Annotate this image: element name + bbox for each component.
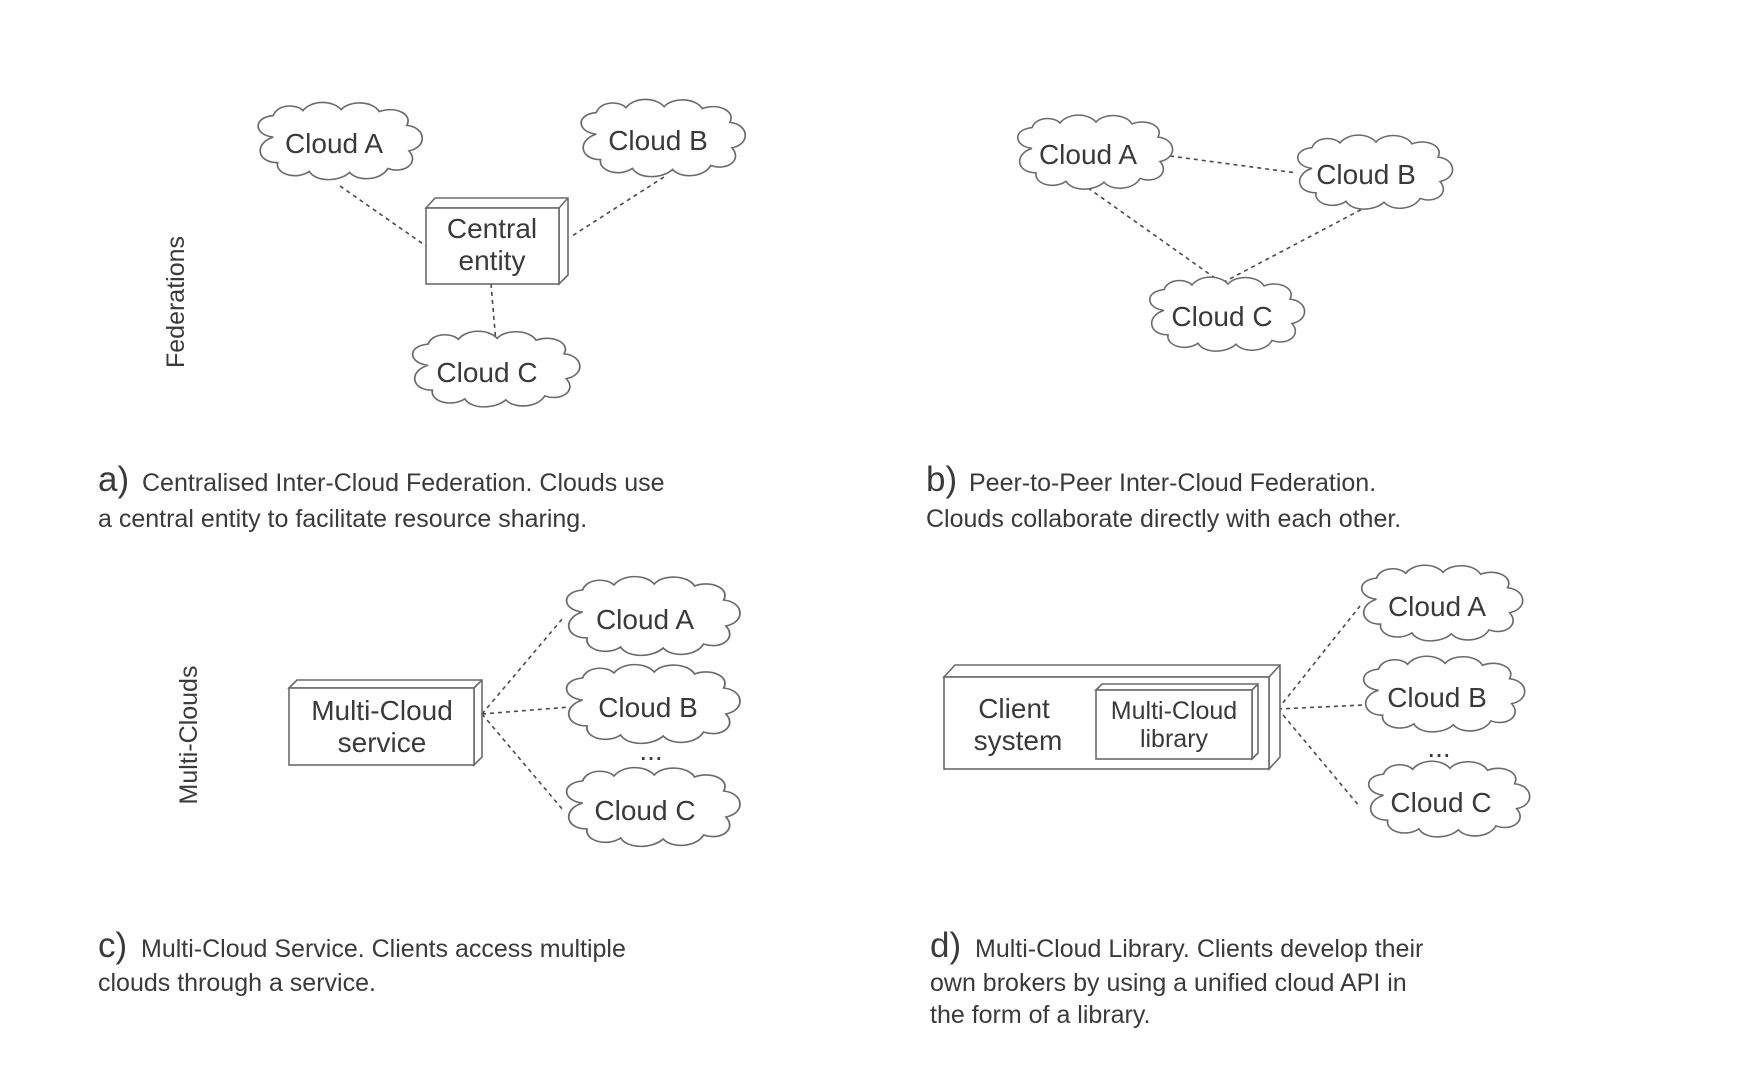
client-system-label-line1: Client — [978, 693, 1050, 724]
link-a-cloud-c — [490, 283, 497, 344]
caption-d-letter: d) — [930, 926, 961, 965]
central-entity-box — [424, 197, 569, 286]
link-d-cloud-c — [1277, 708, 1361, 808]
caption-a-line1: Centralised Inter-Cloud Federation. Clou… — [142, 469, 665, 497]
cloud-d-panel-cloud-c-label: Cloud C — [1390, 787, 1491, 818]
multi-cloud-library-label-line2: library — [1140, 725, 1209, 753]
multi-cloud-library-label-line1: Multi-Cloud — [1111, 697, 1237, 725]
link-a-cloud-b — [571, 176, 665, 237]
cloud-c-panel-cloud-a-label: Cloud A — [596, 604, 694, 635]
caption-c-line2: clouds through a service. — [98, 969, 376, 997]
link-b-a-b — [1169, 155, 1298, 174]
caption-b-line1: Peer-to-Peer Inter-Cloud Federation. — [969, 469, 1376, 497]
panel-c-multi-cloud-service: Cloud A Cloud B ... Cloud C Multi-Cloud … — [98, 575, 741, 997]
side-label-multi-clouds: Multi-Clouds — [175, 666, 203, 805]
cloud-a-label: Cloud A — [285, 128, 383, 159]
multi-cloud-library-box — [1094, 683, 1259, 761]
cloud-b-panel-cloud-c-label: Cloud C — [1171, 301, 1272, 332]
caption-c-line1: Multi-Cloud Service. Clients access mult… — [141, 935, 626, 963]
link-b-b-c — [1221, 205, 1369, 284]
link-c-cloud-b — [481, 706, 571, 715]
panel-d-multi-cloud-library: Cloud A Cloud B ... Cloud C Client syste… — [930, 564, 1531, 1029]
caption-d-line1: Multi-Cloud Library. Clients develop the… — [975, 935, 1423, 963]
caption-d-line2: own brokers by using a unified cloud API… — [930, 969, 1407, 997]
cloud-d-panel-cloud-b-label: Cloud B — [1387, 682, 1487, 713]
caption-c-letter: c) — [98, 926, 127, 965]
caption-b-letter: b) — [926, 460, 957, 499]
caption-b-line2: Clouds collaborate directly with each ot… — [926, 505, 1401, 533]
cloud-d-panel-cloud-a-label: Cloud A — [1388, 591, 1486, 622]
caption-a-line2: a central entity to facilitate resource … — [98, 505, 587, 533]
cloud-b-panel-cloud-b-label: Cloud B — [1316, 159, 1416, 190]
central-entity-label-line2: entity — [459, 245, 526, 276]
cloud-b-label: Cloud B — [608, 125, 708, 156]
link-b-a-c — [1087, 187, 1223, 284]
ellipsis: ... — [1427, 732, 1450, 763]
multi-cloud-service-box — [287, 679, 483, 767]
cloud-b-panel-cloud-a-label: Cloud A — [1039, 139, 1137, 170]
cloud-c-panel-cloud-b-label: Cloud B — [598, 692, 698, 723]
panel-b-peer-to-peer-federation: Cloud A Cloud B Cloud C b) Peer-to-Peer … — [926, 114, 1454, 533]
link-c-cloud-c — [481, 713, 564, 811]
client-system-label-line2: system — [974, 725, 1063, 756]
central-entity-label-line1: Central — [447, 213, 537, 244]
multi-cloud-service-label-line2: service — [338, 727, 427, 758]
caption-d-line3: the form of a library. — [930, 1001, 1150, 1029]
panel-a-centralised-federation: Cloud A Cloud B Cloud C Central entity a… — [98, 98, 747, 533]
link-c-cloud-a — [481, 617, 564, 715]
cloud-c-label: Cloud C — [436, 357, 537, 388]
cloud-c-panel-cloud-c-label: Cloud C — [594, 795, 695, 826]
federations-label: Federations — [162, 236, 190, 368]
link-d-cloud-a — [1277, 605, 1361, 710]
link-d-cloud-b — [1277, 704, 1365, 710]
multi-clouds-label: Multi-Clouds — [175, 666, 203, 805]
caption-a-letter: a) — [98, 460, 129, 499]
multi-cloud-service-label-line1: Multi-Cloud — [311, 695, 453, 726]
side-label-federations: Federations — [162, 236, 190, 368]
link-a-cloud-a — [339, 185, 427, 247]
ellipsis: ... — [639, 735, 662, 766]
